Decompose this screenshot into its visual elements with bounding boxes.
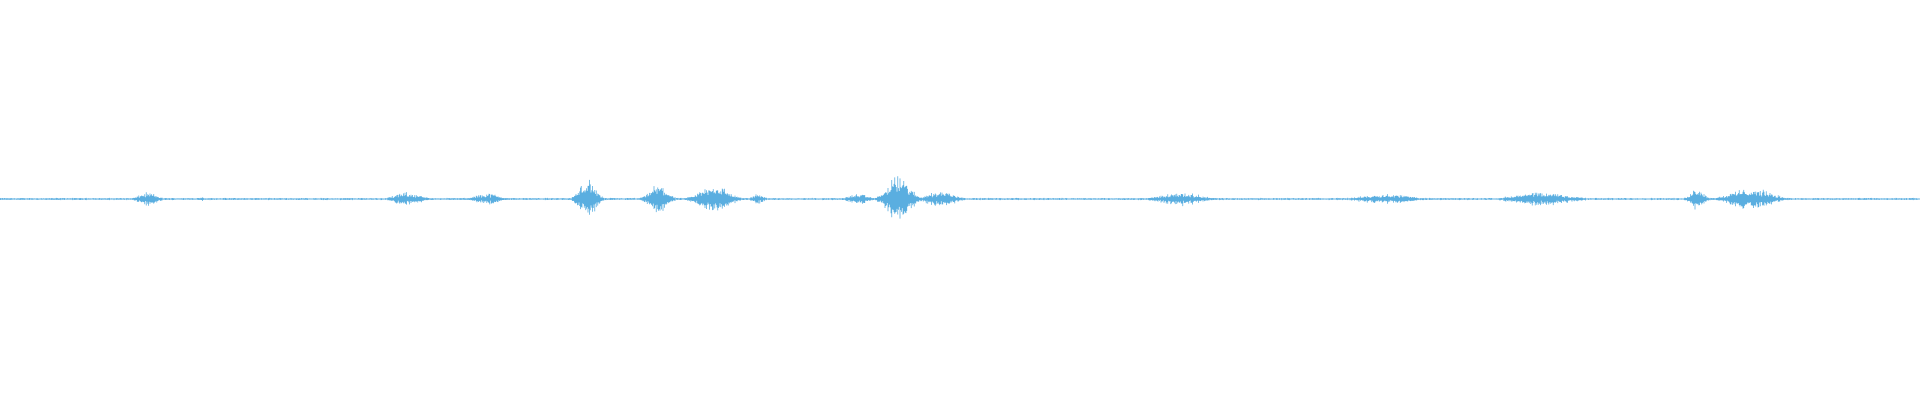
waveform-amplitude-trace	[0, 176, 1920, 219]
